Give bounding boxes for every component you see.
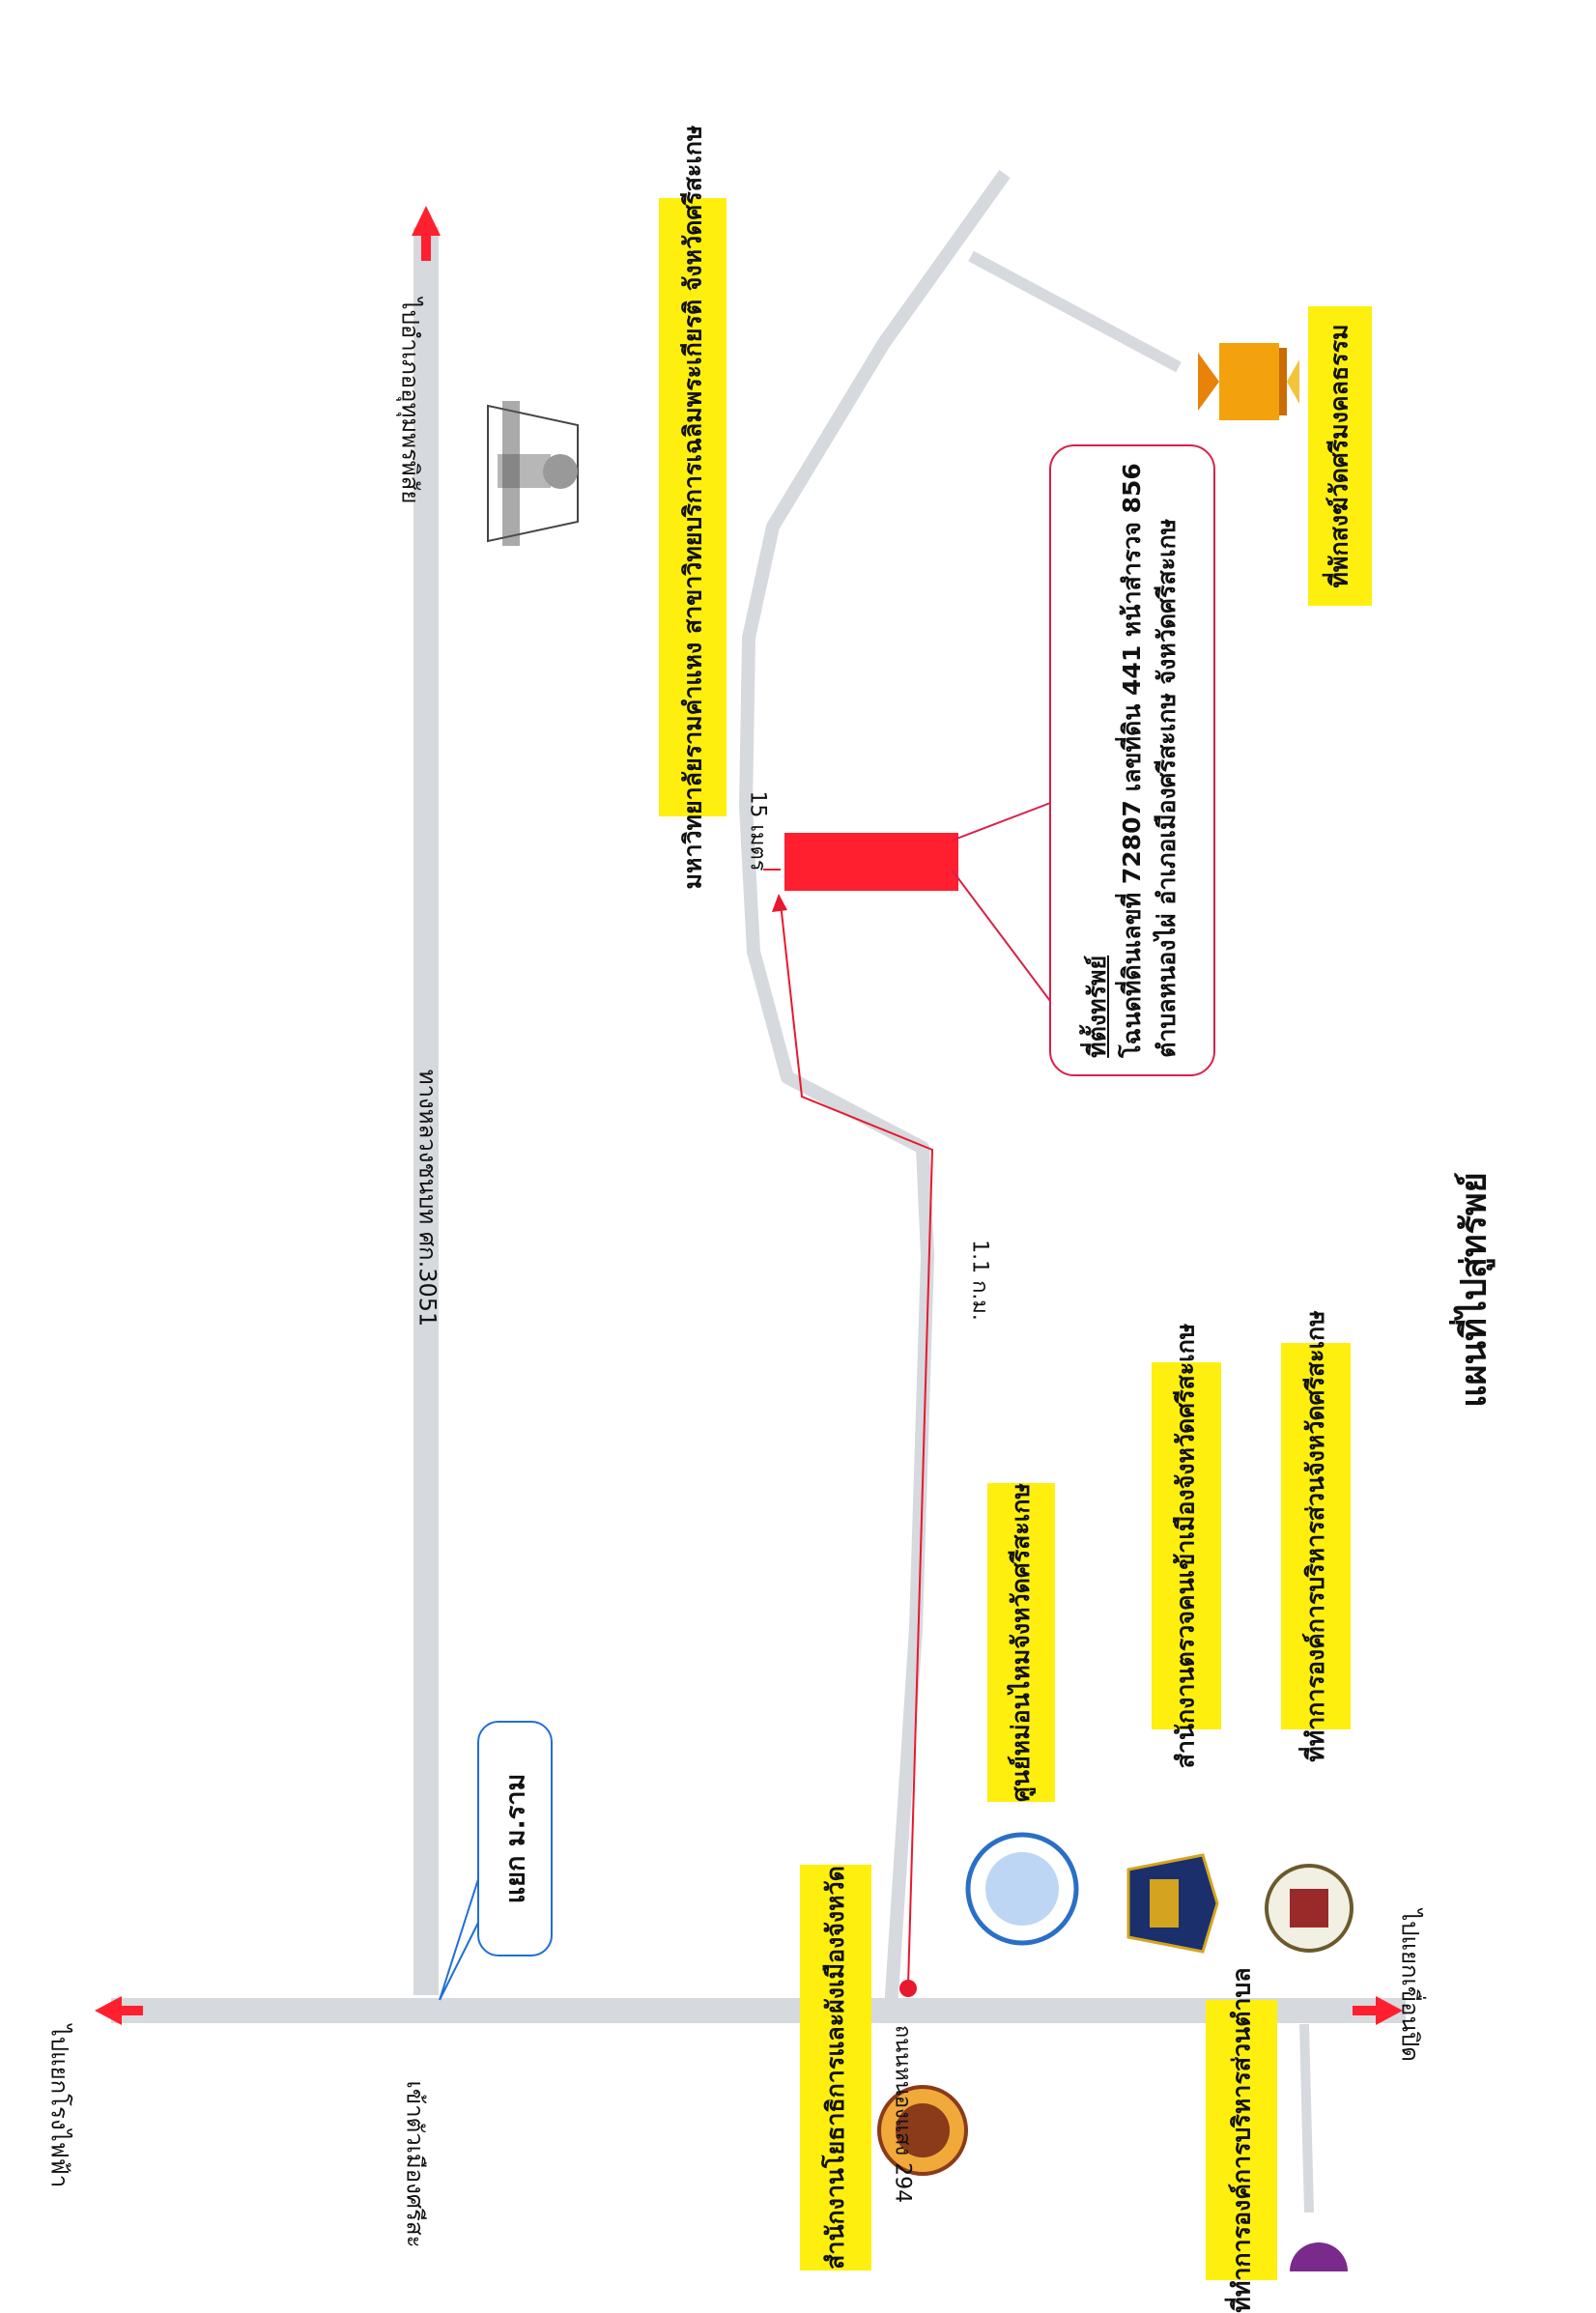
tambon-branch-road [1299, 2023, 1314, 2213]
label-tambon-admin: ที่ทำการองค์การบริหารส่วนตำบล [1206, 1967, 1277, 2313]
city-direction-label: เข้าตัวเมืองศรีสะ [401, 2080, 429, 2248]
label-provincial-admin: ที่ทำการองค์การบริหารส่วนจังหวัดศรีสะเกษ [1281, 1310, 1351, 1762]
route-arrowhead-icon [772, 894, 787, 912]
immigration-badge-icon [1126, 1853, 1219, 1954]
junction-callout: แยก ม.ราม [477, 1721, 553, 1956]
provincial-admin-seal-icon [1265, 1864, 1354, 1953]
district-office-seal-icon [877, 2085, 968, 2176]
map-title: แผนที่ไปสู่ทรัพย์ [1454, 1172, 1495, 1408]
university-logo-icon [487, 401, 579, 546]
property-heading: ที่ตั้งทรัพย์ [1083, 955, 1111, 1058]
route-distance-label: 1.1 ก.ม. [967, 1240, 992, 1321]
tambon-seal-icon [1290, 2242, 1348, 2271]
temple-roof-icon [1198, 343, 1299, 420]
label-monks-residence: ที่พักสงฆ์วัดศรีมงคลธรรม [1308, 306, 1372, 606]
label-district-office: สำนักงานโยธาธิการและผังเมืองจังหวัด [800, 1865, 871, 2270]
local-road-label: ถนนหนองแสง 294 [890, 2024, 915, 2204]
label-university: มหาวิทยาลัยรามคำแหง สาขาวิทยบริการเฉลิมพ… [659, 125, 727, 890]
property-callout: ที่ตั้งทรัพย์ โฉนดที่ดินเลขที่ 72807 เลข… [1049, 444, 1215, 1076]
label-district-office-text: สำนักงานโยธาธิการและผังเมืองจังหวัด [820, 1866, 849, 2270]
label-monks-residence-text: ที่พักสงฆ์วัดศรีมงคลธรรม [1325, 324, 1354, 588]
label-silk-center: ศูนย์หม่อนไหมจังหวัดศรีสะเกษ [987, 1483, 1055, 1802]
callout-connector [951, 801, 1054, 1006]
silk-center-seal-icon [965, 1832, 1079, 1946]
label-university-text: มหาวิทยาลัยรามคำแหง สาขาวิทยบริการเฉลิมพ… [678, 125, 706, 890]
right-direction-label: ไปแยกเขื่อนปิด [1396, 1909, 1424, 2062]
left-direction-label: ไปแยกโรงไฟฟ้า [45, 2024, 73, 2188]
highway-label: ทางหลวงชนบท ศก.3051 [413, 1069, 442, 1328]
junction-label: แยก ม.ราม [500, 1773, 531, 1904]
route-start-marker [899, 1980, 917, 1997]
arrow-north-icon [412, 206, 441, 261]
label-tambon-admin-text: ที่ทำการองค์การบริหารส่วนตำบล [1227, 1967, 1255, 2313]
property-location: ตำบลหนองไผ่ อำเภอเมืองศรีสะเกษ จังหวัดศร… [1153, 518, 1181, 1058]
arrow-left-icon [95, 1996, 143, 2025]
label-provincial-admin-text: ที่ทำการองค์การบริหารส่วนจังหวัดศรีสะเกษ [1301, 1310, 1329, 1762]
label-silk-center-text: ศูนย์หม่อนไหมจังหวัดศรีสะเกษ [1007, 1483, 1035, 1802]
property-deed: โฉนดที่ดินเลขที่ 72807 เลขที่ดิน 441 หน้… [1118, 463, 1146, 1058]
junction-connector [439, 1878, 479, 2001]
highway-3051 [413, 227, 439, 1995]
property-parcel [784, 833, 958, 891]
local-road-294 [111, 1998, 1406, 2023]
branch-road [968, 250, 1182, 373]
frontage-distance-label: 15 เมตร [745, 790, 770, 871]
label-immigration-text: สำนักงานตรวจคนเข้าเมืองจังหวัดศรีสะเกษ [1171, 1323, 1200, 1769]
route-line [780, 902, 934, 1986]
arrow-right-icon [1353, 1996, 1403, 2025]
north-direction-label: ไปอำเภออุทุมพรพิสัย [396, 298, 424, 504]
access-road [739, 169, 1011, 2011]
label-immigration: สำนักงานตรวจคนเข้าเมืองจังหวัดศรีสะเกษ [1152, 1324, 1221, 1768]
